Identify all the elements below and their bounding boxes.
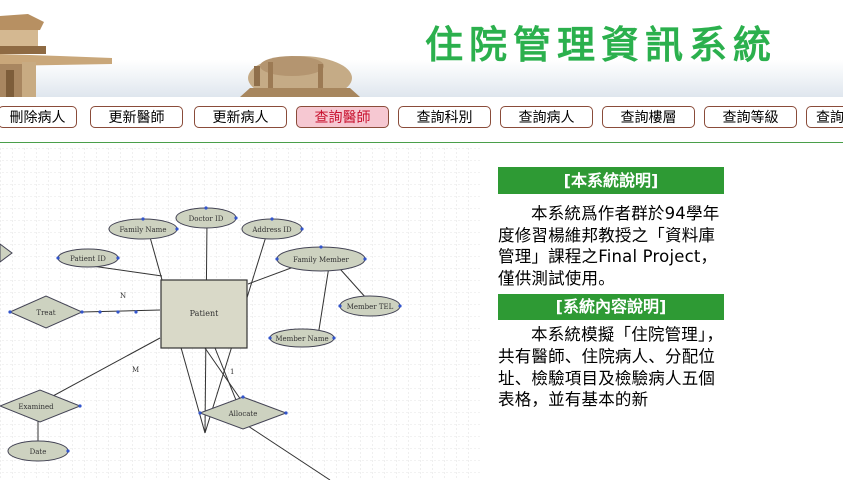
nav-delete-patient-button[interactable]: 刪除病人 bbox=[0, 106, 77, 128]
attribute-address-id-label: Address ID bbox=[251, 226, 292, 234]
relationship-examined-label: Examined bbox=[18, 403, 54, 411]
attribute-doctor-id-label: Doctor ID bbox=[189, 215, 224, 223]
system-content-heading: [系統內容說明] bbox=[498, 294, 724, 321]
attribute-member-name-label: Member Name bbox=[275, 335, 328, 343]
system-content-text: 本系統模擬「住院管理」，共有醫師、住院病人、分配位址、檢驗項目及檢驗病人五個表格… bbox=[498, 325, 724, 410]
attribute-family-name-label: Family Name bbox=[120, 226, 167, 234]
system-title: 住院管理資訊系統 bbox=[425, 22, 778, 67]
attribute-family-member-label: Family Member bbox=[293, 256, 349, 264]
relationship-partial bbox=[0, 243, 13, 263]
entity-patient-label: Patient bbox=[190, 309, 219, 318]
attribute-date-label: Date bbox=[30, 448, 47, 456]
nav-query-floor-button[interactable]: 查詢樓層 bbox=[602, 106, 695, 128]
nav-divider bbox=[0, 142, 843, 143]
cardinality-m: M bbox=[132, 366, 139, 374]
nav-query-patient-button[interactable]: 查詢病人 bbox=[500, 106, 593, 128]
er-diagram: Patient Patient ID Family Name Doctor ID… bbox=[0, 148, 480, 480]
header-banner: 住院管理資訊系統 bbox=[0, 0, 843, 97]
relationship-treat-label: Treat bbox=[36, 309, 55, 317]
building-illustration bbox=[0, 14, 360, 97]
nav-query-doctor-button[interactable]: 查詢醫師 bbox=[296, 106, 389, 128]
attribute-patient-id-label: Patient ID bbox=[70, 255, 106, 263]
er-diagram-canvas: Patient Patient ID Family Name Doctor ID… bbox=[0, 148, 480, 480]
relationship-allocate-label: Allocate bbox=[228, 410, 258, 418]
nav-query-more-button[interactable]: 查詢 bbox=[806, 106, 843, 128]
system-description-text: 本系統爲作者群於94學年度修習楊維邦教授之「資料庫管理」課程之Final Pro… bbox=[498, 204, 720, 288]
system-description-heading: [本系統說明] bbox=[498, 167, 724, 194]
nav-update-doctor-button[interactable]: 更新醫師 bbox=[90, 106, 183, 128]
nav-toolbar: 刪除病人 更新醫師 更新病人 查詢醫師 查詢科別 查詢病人 查詢樓層 查詢等級 … bbox=[0, 106, 843, 134]
cardinality-one: 1 bbox=[230, 368, 234, 376]
nav-query-department-button[interactable]: 查詢科別 bbox=[398, 106, 491, 128]
nav-update-patient-button[interactable]: 更新病人 bbox=[194, 106, 287, 128]
nav-query-level-button[interactable]: 查詢等級 bbox=[704, 106, 797, 128]
info-panel: [本系統說明] 本系統爲作者群於94學年度修習楊維邦教授之「資料庫管理」課程之F… bbox=[498, 167, 724, 411]
selection-handles bbox=[8, 206, 402, 453]
cardinality-n: N bbox=[120, 292, 126, 300]
top-rule bbox=[0, 0, 843, 8]
entity-patient bbox=[160, 279, 248, 349]
attribute-member-tel-label: Member TEL bbox=[347, 303, 394, 311]
